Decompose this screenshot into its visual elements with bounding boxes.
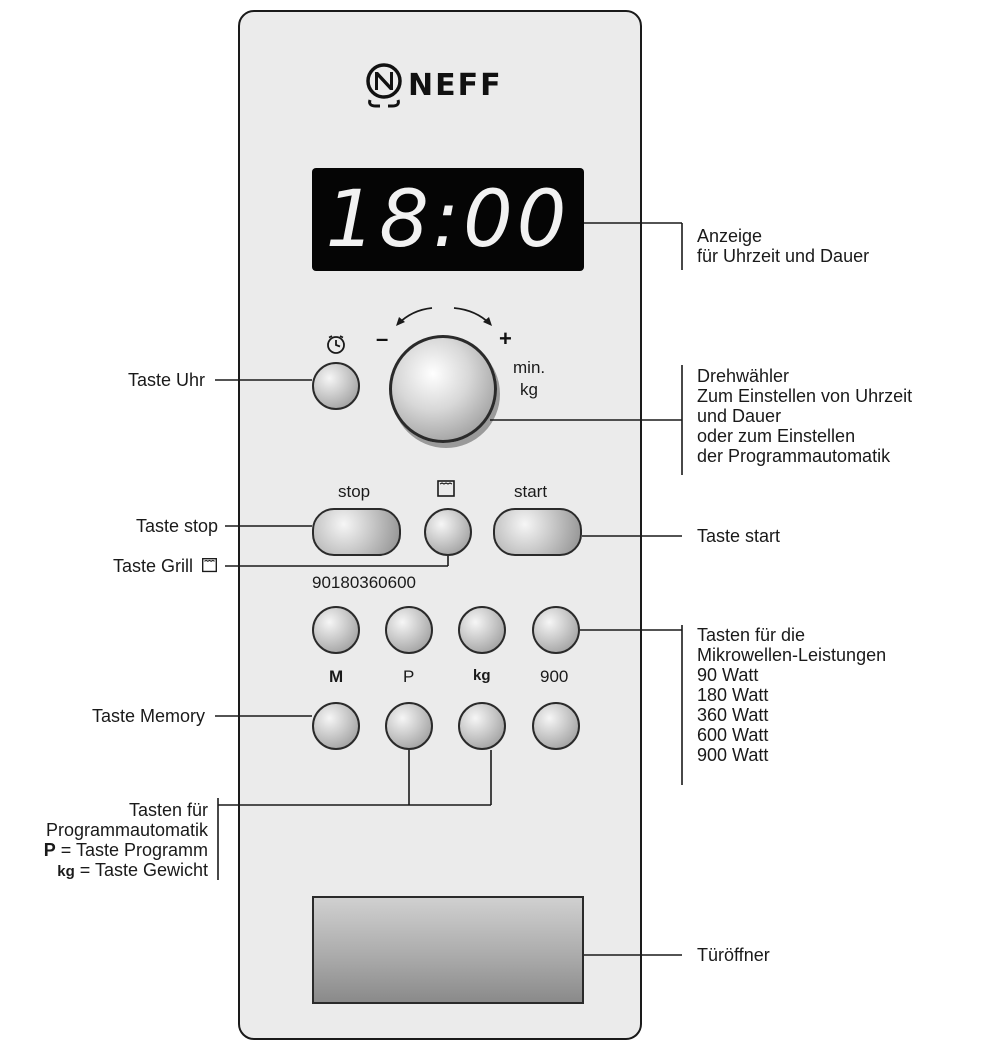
callout-auto-line4: kg = Taste Gewicht <box>44 860 208 882</box>
callout-display-line1: Anzeige <box>697 226 763 246</box>
callout-power-line7: 900 Watt <box>697 745 769 765</box>
unit-label-min: min. <box>513 358 546 377</box>
callout-power-line3: 90 Watt <box>697 665 759 685</box>
callout-dial-line5: der Programmautomatik <box>697 446 891 466</box>
callout-power: Tasten für die Mikrowellen-Leistungen 90… <box>697 625 886 765</box>
callout-dial-line4: oder zum Einstellen <box>697 426 856 446</box>
callout-door: Türöffner <box>697 945 770 965</box>
time-display: 18:00 <box>312 168 584 271</box>
plus-sign: + <box>499 326 512 351</box>
callout-dial-line2: Zum Einstellen von Uhrzeit <box>697 386 913 406</box>
display-time: 18:00 <box>325 174 571 265</box>
callout-power-line2: Mikrowellen-Leistungen <box>697 645 887 665</box>
brand-name: NEFF <box>408 67 503 103</box>
power-row-label: 90180360600 <box>312 573 417 592</box>
clock-button[interactable] <box>312 362 360 410</box>
grill-icon <box>202 558 217 573</box>
power-900-button[interactable] <box>532 702 580 750</box>
power-600-button[interactable] <box>532 606 580 654</box>
callout-power-line6: 600 Watt <box>697 725 769 745</box>
power-900-label: 900 <box>540 667 569 686</box>
memory-label: M <box>329 667 344 686</box>
callout-memory: Taste Memory <box>91 706 205 726</box>
weight-button[interactable] <box>458 702 506 750</box>
power-90-button[interactable] <box>312 606 360 654</box>
callout-auto-line1: Tasten für <box>128 800 208 820</box>
callout-auto-line3: P = Taste Programm <box>44 840 208 860</box>
stop-button[interactable] <box>312 508 401 556</box>
start-button[interactable] <box>493 508 582 556</box>
grill-icon <box>437 480 455 497</box>
callout-auto-line2: Programmautomatik <box>45 820 208 840</box>
grill-button[interactable] <box>424 508 472 556</box>
program-key-letter: P <box>43 840 56 860</box>
clock-icon <box>327 335 345 354</box>
turn-arrows-icon <box>396 307 492 326</box>
weight-label: kg <box>473 667 491 684</box>
memory-button[interactable] <box>312 702 360 750</box>
callout-dial-line3: und Dauer <box>697 406 782 426</box>
callout-grill: Taste Grill <box>113 556 218 576</box>
callout-start: Taste start <box>697 526 781 546</box>
rotary-dial[interactable] <box>389 335 497 443</box>
door-opener-button[interactable] <box>312 896 584 1004</box>
weight-key-text: = Taste Gewicht <box>74 860 208 880</box>
callout-dial: Drehwähler Zum Einstellen von Uhrzeit un… <box>697 366 912 466</box>
unit-label-kg: kg <box>520 380 538 399</box>
weight-key-letter: kg <box>57 863 75 880</box>
callout-auto-program: Tasten für Programmautomatik P = Taste P… <box>44 800 208 882</box>
power-360-button[interactable] <box>458 606 506 654</box>
minus-sign: – <box>376 326 389 351</box>
start-label: start <box>514 482 548 501</box>
callout-dial-line1: Drehwähler <box>697 366 790 386</box>
callout-display-line2: für Uhrzeit und Dauer <box>697 246 870 266</box>
stop-label: stop <box>338 482 371 501</box>
neff-emblem-icon <box>366 63 402 108</box>
program-label: P <box>403 667 415 686</box>
program-button[interactable] <box>385 702 433 750</box>
callout-power-line5: 360 Watt <box>697 705 769 725</box>
program-key-text: = Taste Programm <box>55 840 208 860</box>
callout-clock: Taste Uhr <box>127 370 205 390</box>
callout-power-line1: Tasten für die <box>697 625 806 645</box>
callout-grill-text: Taste Grill <box>112 556 193 576</box>
callout-power-line4: 180 Watt <box>697 685 769 705</box>
callout-display: Anzeige für Uhrzeit und Dauer <box>697 226 869 266</box>
neff-logo: NEFF <box>364 62 503 108</box>
power-180-button[interactable] <box>385 606 433 654</box>
callout-stop: Taste stop <box>135 516 218 536</box>
